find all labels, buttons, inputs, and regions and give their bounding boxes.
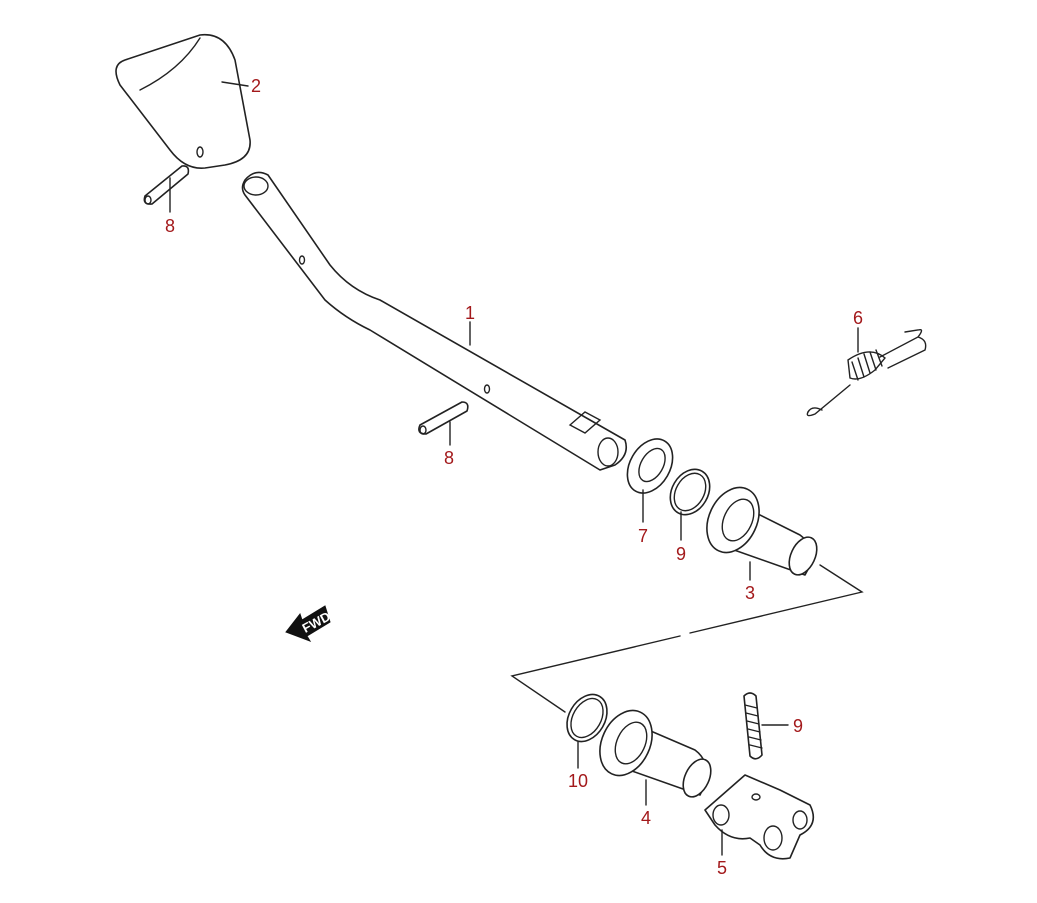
callout-9-oring[interactable]: 9 — [676, 544, 686, 564]
svg-text:FWD: FWD — [300, 609, 333, 636]
o-ring-lower — [566, 693, 608, 743]
callout-8-upper[interactable]: 8 — [165, 216, 175, 236]
spring-pin — [743, 692, 763, 760]
callout-4[interactable]: 4 — [641, 808, 651, 828]
spring — [806, 328, 927, 417]
bushing-upper — [706, 486, 818, 576]
pin-lower — [418, 401, 469, 435]
pedal-shaft — [241, 171, 628, 471]
fwd-arrow-icon: FWD — [285, 605, 333, 642]
callout-1[interactable]: 1 — [465, 303, 475, 323]
grip-cap — [115, 33, 251, 169]
callout-5[interactable]: 5 — [717, 858, 727, 878]
callout-3[interactable]: 3 — [745, 583, 755, 603]
bracket — [704, 774, 815, 860]
callout-7[interactable]: 7 — [638, 526, 648, 546]
callout-2[interactable]: 2 — [251, 76, 261, 96]
leader-lines — [169, 81, 859, 856]
callout-9-pin[interactable]: 9 — [793, 716, 803, 736]
pin-upper — [143, 165, 190, 205]
bushing-lower — [599, 709, 712, 798]
o-ring — [669, 468, 711, 516]
callout-8-lower[interactable]: 8 — [444, 448, 454, 468]
assembly-line — [510, 564, 864, 713]
callout-6[interactable]: 6 — [853, 308, 863, 328]
washer — [626, 438, 674, 494]
callout-10[interactable]: 10 — [568, 771, 588, 791]
